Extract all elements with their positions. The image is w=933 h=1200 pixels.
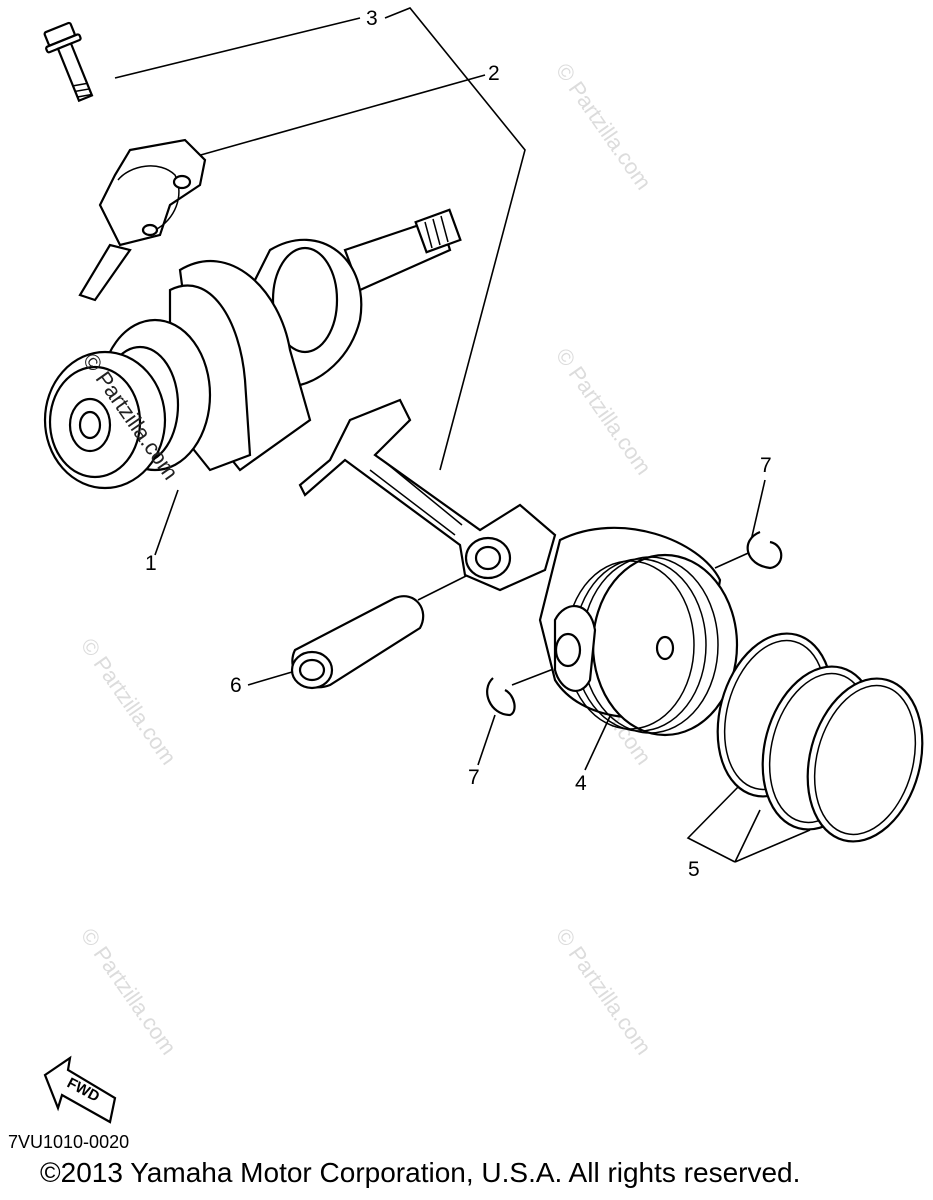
leader-line-5b xyxy=(734,809,761,863)
callout-2: 2 xyxy=(488,62,500,85)
watermark: © Partzilla.com xyxy=(551,59,657,195)
leader-line-6 xyxy=(247,671,293,686)
leader-line-2 xyxy=(189,74,486,159)
callout-6: 6 xyxy=(230,674,242,697)
callout-1: 1 xyxy=(145,552,157,575)
watermark: © Partzilla.com xyxy=(76,924,182,1060)
copyright-notice: ©2013 Yamaha Motor Corporation, U.S.A. A… xyxy=(40,1157,801,1188)
leader-line-3 xyxy=(114,17,361,79)
leader-line-7b xyxy=(477,714,496,766)
callout-3: 3 xyxy=(366,7,378,30)
leader-line-7a xyxy=(749,479,766,546)
part-connecting-rod xyxy=(298,398,557,592)
callouts: 3 2 1 6 7 7 4 5 xyxy=(145,7,772,881)
fwd-arrow-icon: FWD xyxy=(43,1055,117,1124)
watermark: © Partzilla.com xyxy=(551,924,657,1060)
leader-line-5 xyxy=(686,784,741,863)
part-crankshaft xyxy=(43,208,462,490)
watermark: © Partzilla.com xyxy=(551,344,657,480)
part-bolt xyxy=(43,21,94,103)
leader-line-1 xyxy=(154,489,179,556)
callout-7b: 7 xyxy=(468,766,480,789)
watermark: © Partzilla.com xyxy=(76,634,182,770)
part-piston-pin xyxy=(290,595,425,690)
part-circlip-b xyxy=(486,677,516,717)
callout-4: 4 xyxy=(575,772,587,795)
part-piston xyxy=(538,526,739,737)
leader-line-4 xyxy=(584,711,613,771)
part-piston-rings xyxy=(716,632,924,843)
leader-line-3-bracket xyxy=(384,7,526,471)
part-circlip-a xyxy=(746,530,783,570)
diagram-part-code: 7VU1010-0020 xyxy=(8,1132,130,1152)
callout-5: 5 xyxy=(688,858,700,881)
callout-7a: 7 xyxy=(760,454,772,477)
leader-lines xyxy=(114,7,811,863)
leader-line-7b-to-pin xyxy=(511,667,557,686)
leader-line-5c xyxy=(734,829,811,863)
part-rod-cap xyxy=(78,138,207,302)
